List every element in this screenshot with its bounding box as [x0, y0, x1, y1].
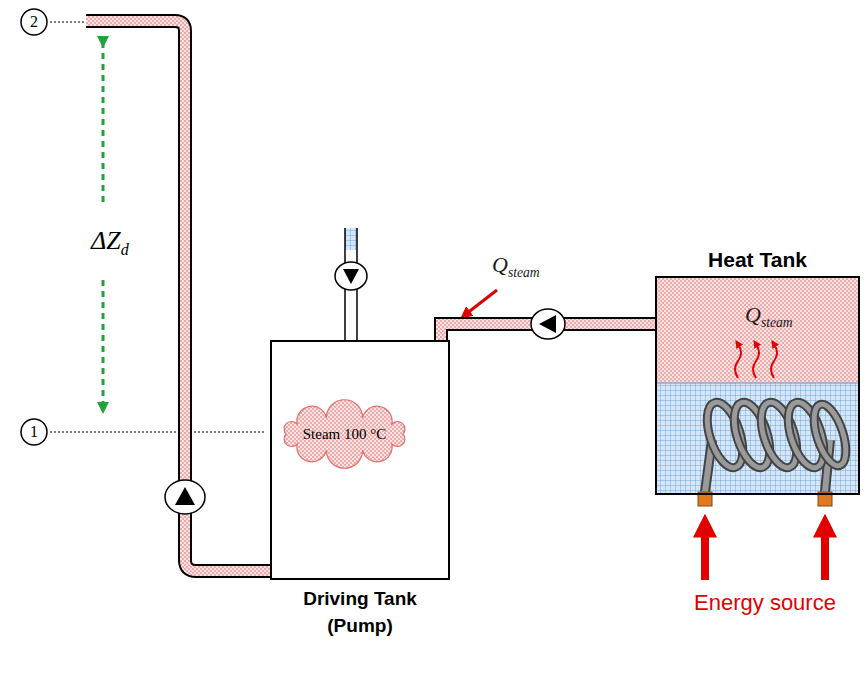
symbol-subscript: steam [508, 265, 540, 280]
driving-tank: Steam 100 °CDriving Tank (Pump) [270, 340, 450, 580]
valve-triangle [539, 315, 556, 333]
heat-flow-arrow [466, 290, 497, 314]
tank-title: Driving Tank (Pump) [285, 586, 435, 639]
steam-cloud: Steam 100 °C [272, 404, 417, 464]
leader-line [50, 21, 84, 22]
callout-circle: 1 [20, 418, 48, 446]
symbol-main: ΔZ [91, 226, 121, 255]
energy-arrow [821, 528, 829, 580]
callout-number: 2 [20, 8, 48, 36]
cloud-label: Steam 100 °C [272, 404, 417, 464]
heat-flow-symbol: Qsteam [492, 252, 540, 278]
energy-arrow [701, 528, 709, 580]
heating-coil [700, 398, 852, 472]
text-run: Qsteam [745, 302, 793, 327]
text-run: ΔZd [91, 226, 129, 255]
symbol-main: Q [492, 252, 508, 277]
cloud-shape [284, 400, 405, 469]
callout-circle-shape [21, 9, 47, 35]
symbol-subscript: steam [761, 315, 793, 330]
symbol-main: Q [745, 302, 761, 327]
callout-number: 1 [20, 418, 48, 446]
valve-triangle [175, 487, 195, 505]
callout-circle: 2 [20, 8, 48, 36]
check-valve [335, 262, 367, 290]
dimension-arrow [102, 42, 105, 205]
riser-pipe [86, 21, 271, 571]
water [656, 383, 859, 494]
check-valve [531, 309, 565, 339]
check-valve [165, 480, 205, 514]
steam-arrow [771, 344, 777, 378]
heat-tank: Heat TankQsteam [655, 276, 860, 495]
steam-arrow [753, 344, 759, 378]
water-surface [656, 383, 859, 384]
callout-circle-shape [21, 419, 47, 445]
inlet-water [345, 228, 357, 250]
heat-flow-symbol: Qsteam [745, 302, 793, 328]
tank-title: Heat Tank [708, 248, 807, 272]
driving-tank-outline [272, 342, 448, 578]
energy-label: Energy source [694, 590, 836, 616]
dimension-arrow [102, 280, 105, 408]
text-run: Qsteam [492, 252, 540, 277]
dimension-label: ΔZd [91, 226, 129, 256]
symbol-subscript: d [121, 241, 129, 258]
riser-pipe-wall [86, 21, 271, 571]
leader-line [50, 431, 266, 432]
steam-arrow [735, 344, 741, 378]
steam-space [656, 277, 859, 383]
valve-triangle [343, 269, 359, 284]
